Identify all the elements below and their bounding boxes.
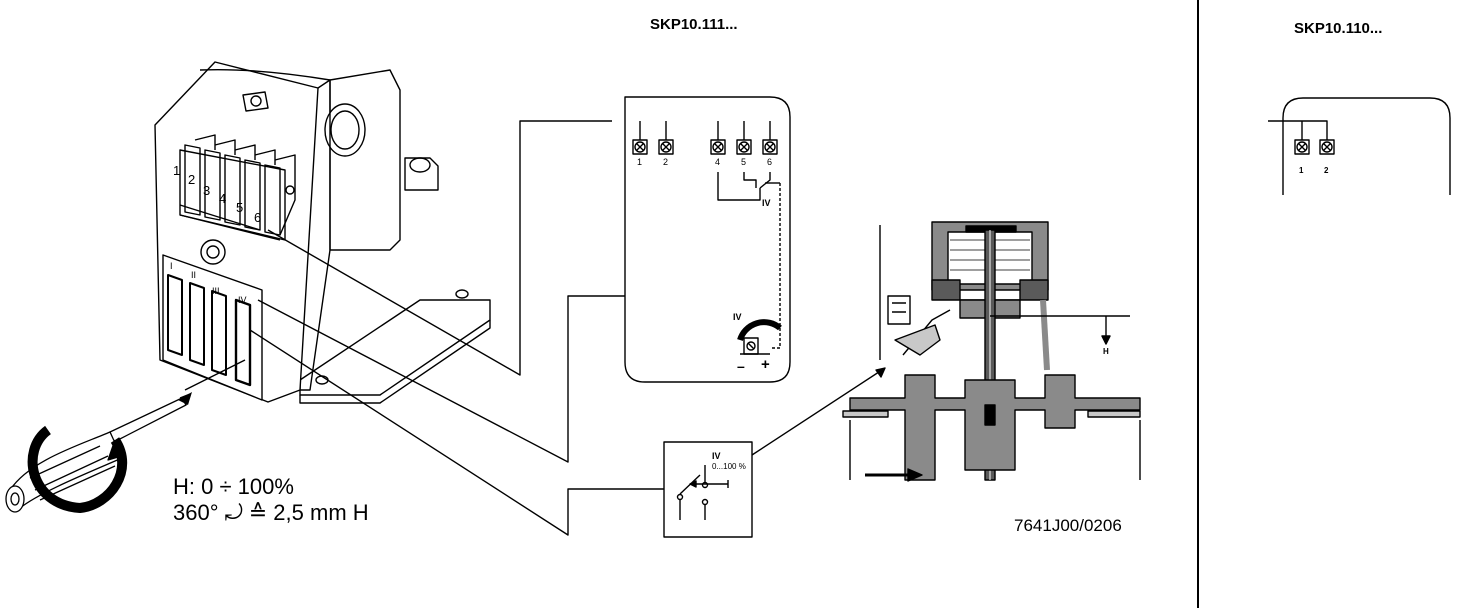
housing-terminal-3: 3 <box>203 183 211 198</box>
terminal-label-5: 5 <box>741 157 747 167</box>
actuator-housing <box>154 61 491 404</box>
terminal-label-1: 1 <box>637 157 643 167</box>
pot-minus-label: – <box>737 358 745 374</box>
terminal-label-4: 4 <box>715 157 721 167</box>
adjust-range-text: H: 0 ÷ 100% <box>173 474 294 499</box>
housing-terminal-4: 4 <box>219 191 227 206</box>
document-code: 7641J00/0206 <box>1014 516 1122 535</box>
potentiometer-dial <box>737 319 782 342</box>
terminal-label-right-2: 2 <box>1324 166 1329 175</box>
switch-iv-label: IV <box>762 198 771 208</box>
switch-box-range-label: 0...100 % <box>712 462 746 471</box>
title-skp10-110: SKP10.110... <box>1294 20 1383 37</box>
leader-valve <box>751 367 886 456</box>
switch-roman-i: I <box>170 261 173 271</box>
screwdriver <box>5 393 191 513</box>
pot-iv-label: IV <box>733 312 742 322</box>
switch-roman-iii: III <box>212 286 220 296</box>
housing-terminal-6: 6 <box>254 210 262 225</box>
switch-box-iv-label: IV <box>712 451 721 461</box>
switch-box <box>663 441 753 538</box>
adjust-rotation-text: 360° ⤾ ≙ 2,5 mm H <box>173 500 369 526</box>
pot-plus-label: + <box>761 356 770 373</box>
leader-switch <box>249 329 664 536</box>
leader-terminal-strip <box>267 120 612 376</box>
terminal-label-2: 2 <box>663 157 669 167</box>
title-skp10-111: SKP10.111... <box>650 16 738 33</box>
stroke-h-label: H <box>1103 347 1109 356</box>
adjust-stroke-equivalent: ≙ 2,5 mm H <box>248 500 369 525</box>
housing-terminal-5: 5 <box>236 200 244 215</box>
terminal-screws-left <box>632 139 778 155</box>
valve-section <box>842 221 1141 482</box>
terminal-label-6: 6 <box>767 157 773 167</box>
housing-terminal-2: 2 <box>188 172 196 187</box>
rotation-icon: ⤾ <box>224 500 243 525</box>
adjust-degrees: 360° <box>173 500 219 525</box>
terminal-box-right <box>1268 97 1451 195</box>
terminal-label-right-1: 1 <box>1299 166 1304 175</box>
housing-terminal-1: 1 <box>173 163 181 178</box>
switch-roman-iv: IV <box>238 295 247 305</box>
terminal-box-left <box>624 96 791 383</box>
switch-roman-ii: II <box>191 270 197 280</box>
